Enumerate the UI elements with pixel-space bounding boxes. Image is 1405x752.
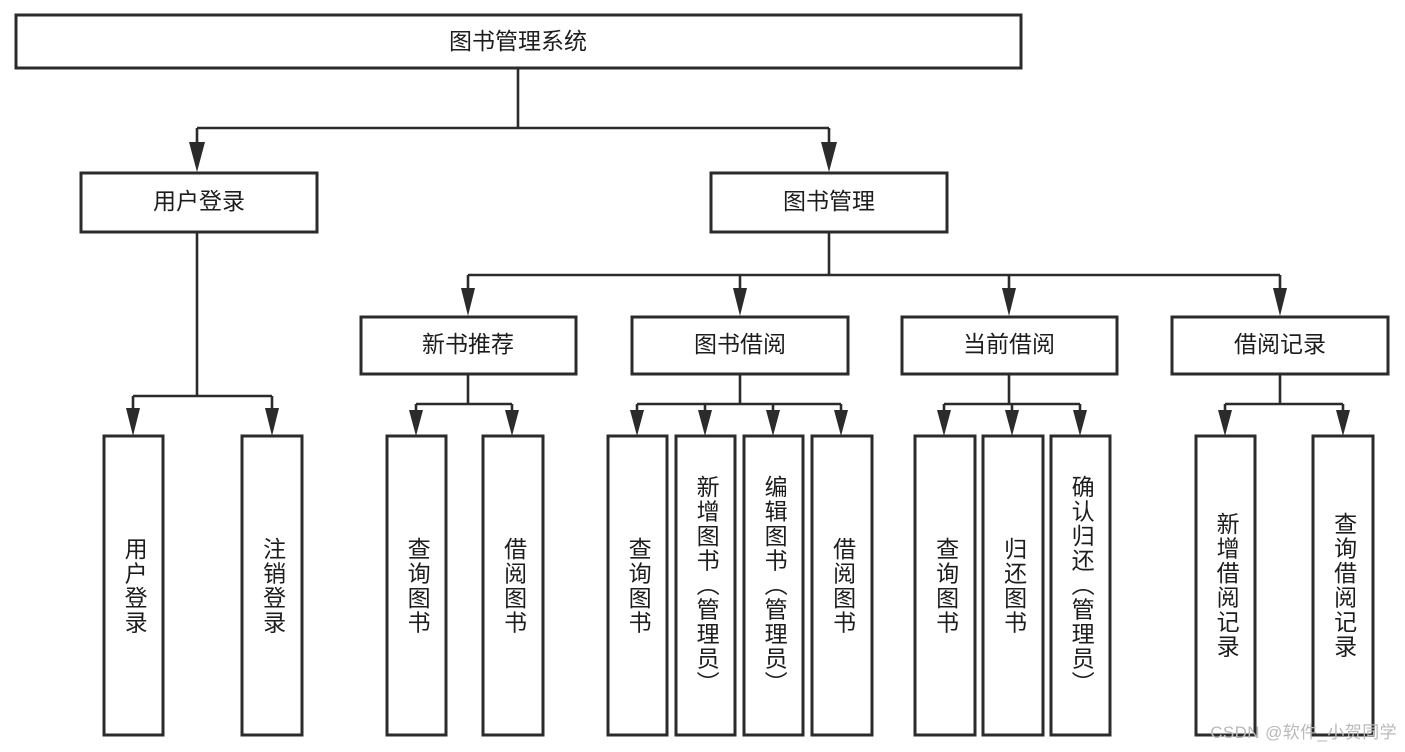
- arrow-head-br-add-record: [1218, 410, 1232, 436]
- arrow-head-bb-edit-book: [766, 410, 780, 436]
- connector-group-book-borrow: [630, 375, 848, 436]
- arrow-head-borrow-record: [1273, 288, 1287, 316]
- arrow-head-new-book-recommend: [461, 288, 475, 316]
- leaf-box-nbr-query-book[interactable]: [385, 434, 448, 737]
- arrow-head-book-borrow: [733, 288, 747, 316]
- node-book-borrow-box: [630, 315, 850, 376]
- arrow-head-user-login: [189, 142, 205, 172]
- arrow-head-cb-return-book: [1005, 410, 1019, 436]
- node-borrow-record-label: 借阅记录: [1234, 331, 1326, 357]
- connector-group-root: [189, 68, 837, 172]
- node-borrow-record-box: [1170, 315, 1390, 376]
- node-root-label: 图书管理系统: [449, 28, 587, 54]
- node-current-borrow-label: 当前借阅: [963, 331, 1055, 357]
- node-user-login-label: 用户登录: [153, 188, 245, 214]
- node-book-management-box: [709, 171, 949, 234]
- leaf-box-br-add-record[interactable]: [1194, 434, 1257, 737]
- leaf-box-nbr-borrow-book[interactable]: [481, 434, 545, 737]
- leaf-box-bb-edit-book[interactable]: [742, 434, 805, 737]
- arrow-head-current-borrow: [1002, 288, 1016, 316]
- connector-group-borrow-record: [1218, 375, 1350, 436]
- arrow-head-nbr-borrow-book: [505, 410, 519, 436]
- node-book-borrow[interactable]: 图书借阅: [630, 315, 850, 376]
- node-borrow-record[interactable]: 借阅记录: [1170, 315, 1390, 376]
- arrow-head-bb-borrow-book: [834, 410, 848, 436]
- arrow-head-bb-add-book: [698, 410, 712, 436]
- node-new-book-recommend[interactable]: 新书推荐: [359, 315, 578, 376]
- csdn-watermark: CSDN @软件_小贺同学: [1210, 723, 1397, 742]
- arrow-head-leaf-user-login: [126, 408, 140, 436]
- node-user-login[interactable]: 用户登录: [79, 171, 319, 234]
- node-root-book-management-system[interactable]: 图书管理系统: [14, 13, 1023, 70]
- leaf-box-bb-borrow-book[interactable]: [810, 434, 874, 737]
- connector-group-book-manage: [461, 232, 1287, 316]
- node-current-borrow-box: [900, 315, 1119, 376]
- node-new-book-recommend-label: 新书推荐: [422, 331, 514, 357]
- node-current-borrow[interactable]: 当前借阅: [900, 315, 1119, 376]
- connector-group-current-borrow: [937, 375, 1087, 436]
- leaf-box-bb-query-book[interactable]: [606, 434, 669, 737]
- arrow-head-cb-query-book: [937, 410, 951, 436]
- leaf-box-cb-return-book[interactable]: [981, 434, 1045, 737]
- arrow-head-nbr-query-book: [409, 410, 423, 436]
- arrow-head-br-query-record: [1336, 410, 1350, 436]
- connector-group-user-login: [126, 232, 279, 436]
- connector-group-new-book-recommend: [409, 375, 519, 436]
- leaf-box-bb-add-book[interactable]: [674, 434, 737, 737]
- arrow-head-bb-query-book: [630, 410, 644, 436]
- arrow-head-book-manage: [821, 142, 837, 172]
- node-book-management-label: 图书管理: [783, 188, 875, 214]
- node-book-management[interactable]: 图书管理: [709, 171, 949, 234]
- node-new-book-recommend-box: [359, 315, 578, 376]
- leaf-box-logout[interactable]: [240, 434, 304, 737]
- arrow-head-leaf-logout: [265, 408, 279, 436]
- arrow-head-cb-confirm-return: [1073, 410, 1087, 436]
- leaf-box-cb-confirm-return[interactable]: [1049, 434, 1112, 737]
- node-root-box: [14, 13, 1023, 70]
- leaf-box-user-login[interactable]: [102, 434, 165, 737]
- node-user-login-box: [79, 171, 319, 234]
- leaf-box-br-query-record[interactable]: [1311, 434, 1375, 737]
- leaf-box-cb-query-book[interactable]: [913, 434, 977, 737]
- node-book-borrow-label: 图书借阅: [694, 331, 786, 357]
